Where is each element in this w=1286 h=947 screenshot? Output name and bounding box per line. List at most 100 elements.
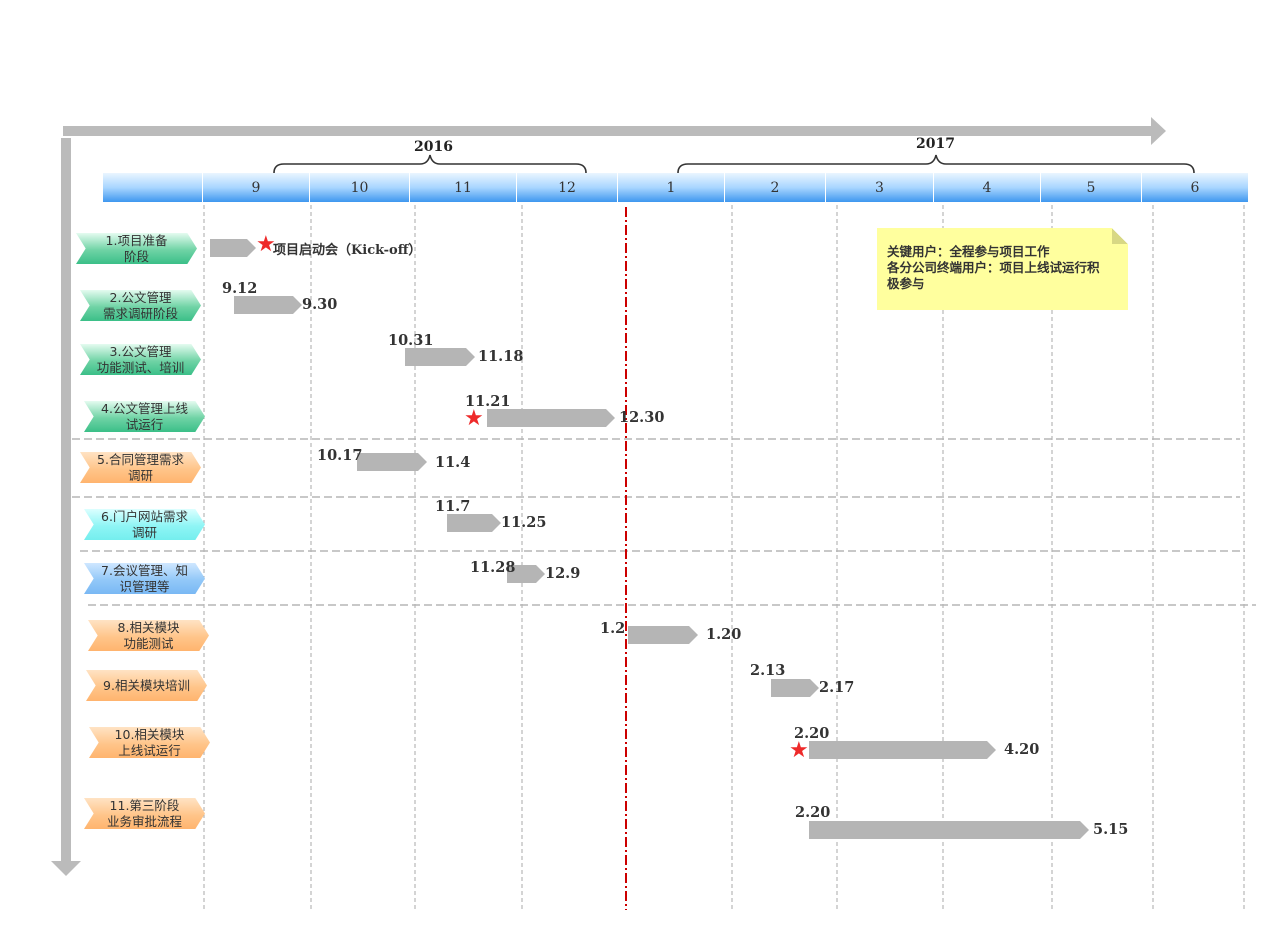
- task-bar: [628, 626, 698, 644]
- task-start-date: 2.13: [750, 662, 786, 679]
- phase-line-2: 调研: [131, 524, 157, 540]
- task-start-date: 11.7: [435, 498, 471, 515]
- task-bar: [487, 409, 615, 427]
- month-cell: 2: [725, 173, 826, 202]
- phase-line-2: 调研: [127, 467, 153, 483]
- task-start-date: 9.12: [222, 280, 258, 297]
- month-cell: 12: [517, 173, 618, 202]
- sticky-note: 关键用户：全程参与项目工作 各分公司终端用户：项目上线试运行积 极参与: [877, 228, 1128, 310]
- phase-label-text: 11.第三阶段业务审批流程: [106, 797, 182, 829]
- month-cell: 4: [934, 173, 1041, 202]
- phase-label-text: 7.会议管理、知识管理等: [101, 562, 188, 594]
- phase-label: 7.会议管理、知识管理等: [84, 563, 205, 594]
- phase-label: 9.相关模块培训: [86, 670, 207, 701]
- phase-line-2: 阶段: [123, 248, 149, 264]
- month-cell: 10: [310, 173, 410, 202]
- year-label-2017: 2017: [916, 136, 955, 152]
- task-end-date: 11.18: [478, 348, 524, 365]
- task-start-date: 1.2: [600, 620, 626, 637]
- group-dividers: [72, 438, 1256, 606]
- task-bar: [447, 514, 501, 532]
- phase-label-text: 9.相关模块培训: [103, 678, 190, 694]
- task-bar: [210, 239, 256, 257]
- note-fold-corner: [1112, 228, 1128, 244]
- task-bar: [771, 679, 819, 697]
- phase-line-2: 功能测试、培训: [96, 359, 185, 375]
- milestone-star-icon: ★: [464, 406, 484, 431]
- task-start-date: 10.17: [317, 447, 363, 464]
- phase-line-1: 7.会议管理、知: [101, 562, 188, 578]
- task-bar: [357, 453, 427, 471]
- month-cell: 9: [203, 173, 310, 202]
- header-blank-cell: [103, 173, 202, 202]
- task-end-date: 2.17: [819, 679, 855, 696]
- month-cell: 11: [410, 173, 517, 202]
- month-cell: 5: [1041, 173, 1142, 202]
- phase-line-1: 10.相关模块: [114, 726, 185, 742]
- task-bar: [809, 741, 996, 759]
- phase-label: 2.公文管理需求调研阶段: [80, 290, 201, 321]
- phase-line-2: 试运行: [125, 416, 164, 432]
- phase-label-text: 3.公文管理功能测试、培训: [96, 343, 185, 375]
- phase-line-1: 3.公文管理: [109, 343, 172, 359]
- phase-label: 10.相关模块上线试运行: [89, 727, 210, 758]
- phase-line-1: 1.项目准备: [105, 232, 168, 248]
- note-line-3: 极参与: [887, 276, 925, 291]
- task-end-date: 11.4: [435, 454, 471, 471]
- phase-line-2: 业务审批流程: [106, 813, 182, 829]
- phase-line-1: 8.相关模块: [117, 619, 180, 635]
- phase-line-1: 11.第三阶段: [109, 797, 180, 813]
- task-start-date: 10.31: [388, 332, 434, 349]
- phase-label: 4.公文管理上线试运行: [84, 401, 205, 432]
- milestone-star-icon: ★: [789, 738, 809, 763]
- phase-line-2: 上线试运行: [118, 742, 181, 758]
- phase-label-text: 8.相关模块功能测试: [117, 619, 180, 651]
- year-brace-2016: [273, 154, 587, 174]
- month-grid-lines: [203, 205, 1245, 912]
- milestone-star-icon: ★: [256, 232, 276, 257]
- month-cell: 1: [618, 173, 725, 202]
- phase-line-2: 识管理等: [119, 578, 170, 594]
- phase-label-text: 5.合同管理需求调研: [97, 451, 184, 483]
- time-axis-arrow: [63, 117, 1166, 145]
- task-end-date: 4.20: [1004, 741, 1040, 758]
- phase-label-text: 1.项目准备阶段: [105, 232, 168, 264]
- task-end-date: 12.30: [619, 409, 665, 426]
- phase-label: 8.相关模块功能测试: [88, 620, 209, 651]
- task-bar: [234, 296, 302, 314]
- task-end-date: 5.15: [1093, 821, 1129, 838]
- task-start-date: 2.20: [794, 725, 830, 742]
- note-line-2: 各分公司终端用户：项目上线试运行积: [887, 260, 1100, 275]
- task-end-date: 1.20: [706, 626, 742, 643]
- task-axis-arrow: [51, 138, 81, 876]
- phase-label: 11.第三阶段业务审批流程: [84, 798, 205, 829]
- phase-label-text: 6.门户网站需求调研: [101, 508, 188, 540]
- month-cell: 6: [1142, 173, 1249, 202]
- task-end-date: 12.9: [545, 565, 581, 582]
- phase-line-2: 功能测试: [123, 635, 174, 651]
- month-cell: 3: [826, 173, 934, 202]
- task-bar: [809, 821, 1089, 839]
- phase-label: 1.项目准备阶段: [76, 233, 197, 264]
- phase-label: 5.合同管理需求调研: [80, 452, 201, 483]
- phase-line-2: 需求调研阶段: [102, 305, 178, 321]
- phase-label: 6.门户网站需求调研: [84, 509, 205, 540]
- phase-line-1: 4.公文管理上线: [101, 400, 188, 416]
- phase-line-1: 5.合同管理需求: [97, 451, 184, 467]
- task-end-date: 9.30: [302, 296, 338, 313]
- task-start-date: 11.28: [470, 559, 516, 576]
- phase-label-text: 10.相关模块上线试运行: [114, 726, 185, 758]
- task-start-date: 11.21: [465, 393, 511, 410]
- phase-label-text: 4.公文管理上线试运行: [101, 400, 188, 432]
- year-brace-2017: [677, 154, 1195, 174]
- phase-line-1: 9.相关模块培训: [103, 677, 190, 693]
- note-line-1: 关键用户：全程参与项目工作: [887, 244, 1050, 259]
- phase-label: 3.公文管理功能测试、培训: [80, 344, 201, 375]
- task-end-date: 11.25: [501, 514, 547, 531]
- kickoff-label: 项目启动会（Kick-off）: [273, 243, 422, 258]
- phase-line-1: 2.公文管理: [109, 289, 172, 305]
- year-label-2016: 2016: [414, 139, 453, 155]
- phase-line-1: 6.门户网站需求: [101, 508, 188, 524]
